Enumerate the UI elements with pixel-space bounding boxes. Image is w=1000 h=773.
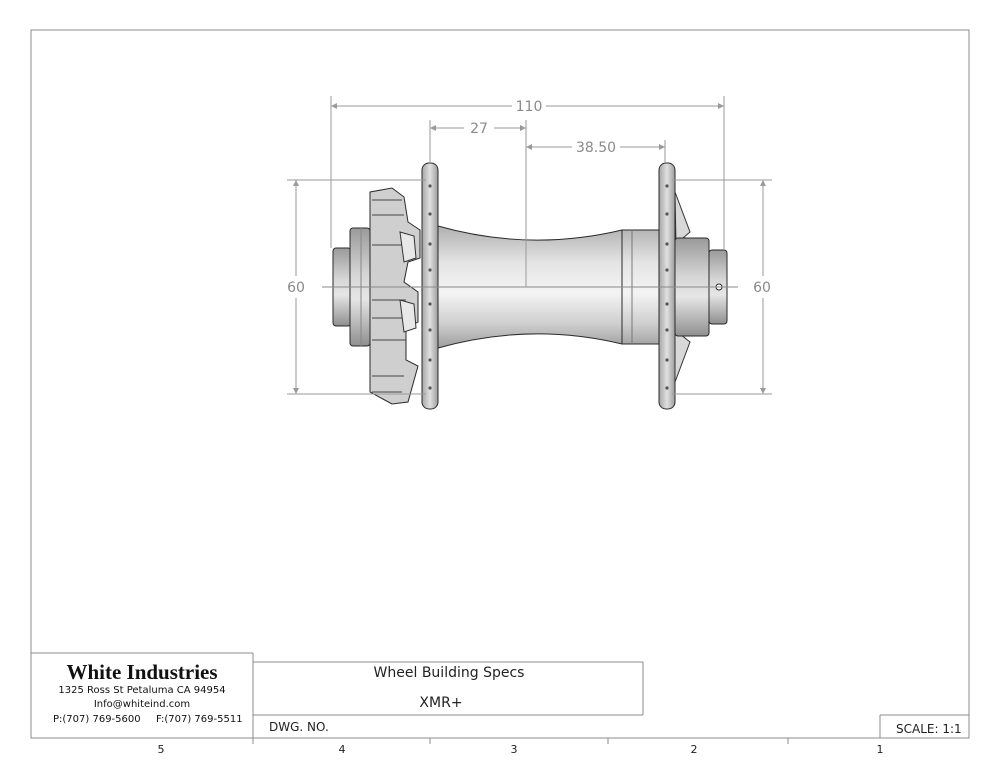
company-fax: F:(707) 769-5511 — [156, 714, 243, 725]
left-flange — [421, 162, 439, 410]
dwg-no-label: DWG. NO. — [269, 720, 329, 734]
left-spoke-holes — [428, 184, 432, 390]
zone-2: 2 — [690, 743, 698, 756]
dimension-labels: 110 27 38.50 60 60 — [287, 99, 771, 296]
dim-60-left-label: 60 — [287, 280, 305, 296]
zone-ticks — [252, 738, 789, 744]
dim-110-label: 110 — [516, 99, 543, 115]
title-block-frame — [31, 652, 969, 738]
scale-label: SCALE: 1:1 — [896, 722, 962, 736]
zone-4: 4 — [338, 743, 346, 756]
hub-drawing — [332, 162, 728, 410]
dimensions — [287, 96, 772, 395]
outer-border — [30, 29, 970, 739]
zone-3: 3 — [510, 743, 518, 756]
company-address: 1325 Ross St Petaluma CA 94954 — [58, 685, 226, 696]
right-flange — [658, 162, 676, 410]
drawing-title: Wheel Building Specs — [373, 665, 525, 681]
company-phone: P:(707) 769-5600 — [53, 714, 141, 725]
dim-60-right-label: 60 — [753, 280, 771, 296]
dim-38-label: 38.50 — [576, 140, 616, 156]
company-email: Info@whiteind.com — [93, 699, 191, 710]
zone-5: 5 — [157, 743, 165, 756]
zone-1: 1 — [876, 743, 884, 756]
company-name: White Industries — [66, 660, 218, 684]
part-name: XMR+ — [419, 695, 463, 711]
right-spoke-holes — [665, 184, 669, 390]
dim-27-label: 27 — [470, 121, 488, 137]
rotor-mount — [369, 187, 421, 405]
